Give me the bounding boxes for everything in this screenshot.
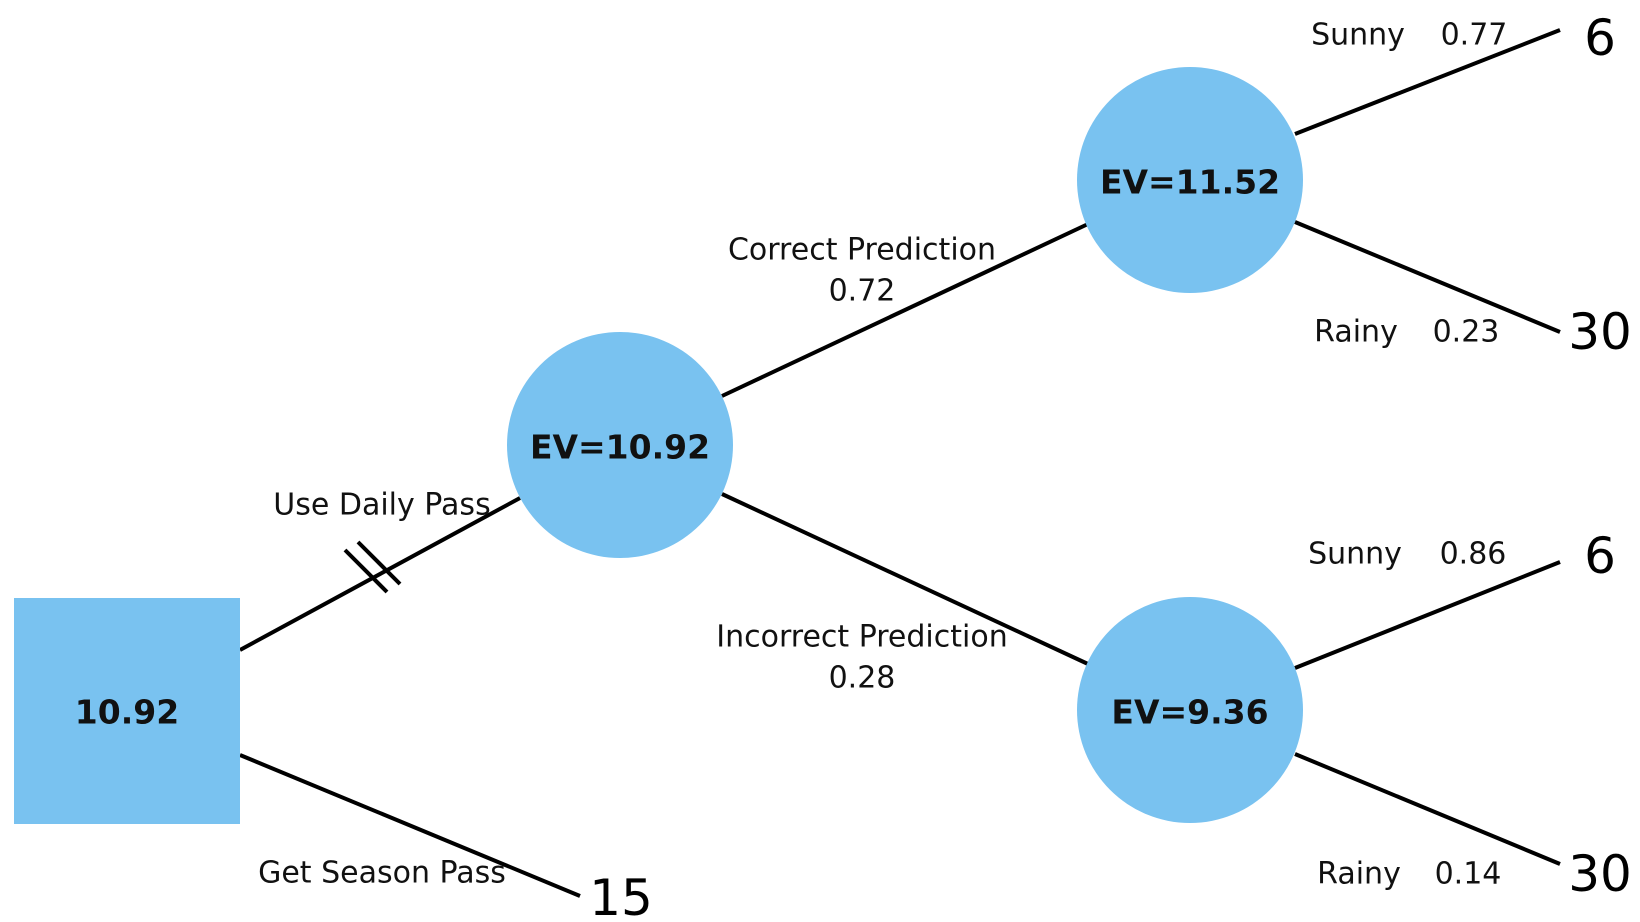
branch-label-use-daily-pass: Use Daily Pass <box>273 488 490 523</box>
branch-prob-incorrect-prediction: 0.28 <box>829 661 896 696</box>
payoff-correct-sunny: 6 <box>1584 9 1616 67</box>
pruned-branch-marker <box>343 540 402 594</box>
branch-prob-incorrect-rainy: 0.14 <box>1435 857 1502 892</box>
edge-use-daily-pass <box>239 496 521 652</box>
branch-label-correct-prediction: Correct Prediction <box>728 233 996 268</box>
edge-get-season-pass <box>239 753 581 898</box>
branch-label-incorrect-rainy: Rainy <box>1317 857 1401 892</box>
payoff-season-pass: 15 <box>589 869 653 922</box>
branch-prob-incorrect-sunny: 0.86 <box>1440 537 1507 572</box>
edge-incorrect-prediction <box>721 492 1089 666</box>
branch-label-incorrect-sunny: Sunny <box>1308 537 1402 572</box>
branch-prob-correct-rainy: 0.23 <box>1433 315 1500 350</box>
branch-label-get-season-pass: Get Season Pass <box>258 856 506 891</box>
branch-prob-correct-prediction: 0.72 <box>829 274 896 309</box>
edge-correct-prediction <box>721 222 1089 398</box>
branch-prob-correct-sunny: 0.77 <box>1441 18 1508 53</box>
branch-label-incorrect-prediction: Incorrect Prediction <box>716 620 1007 655</box>
payoff-correct-rainy: 30 <box>1568 303 1632 361</box>
chance-node-incorrect <box>1077 597 1303 823</box>
payoff-incorrect-sunny: 6 <box>1584 527 1616 585</box>
chance-node-correct-label: EV=11.52 <box>1100 163 1280 202</box>
decision-node <box>14 598 240 824</box>
edge-correct-sunny <box>1294 28 1561 136</box>
decision-node-value: 10.92 <box>75 693 179 732</box>
branch-label-correct-sunny: Sunny <box>1311 18 1405 53</box>
chance-node-root-label: EV=10.92 <box>530 428 710 467</box>
edge-correct-rainy <box>1294 220 1561 334</box>
branch-label-correct-rainy: Rainy <box>1314 315 1398 350</box>
edge-incorrect-rainy <box>1294 752 1561 866</box>
payoff-incorrect-rainy: 30 <box>1568 845 1632 903</box>
edge-incorrect-sunny <box>1294 560 1561 670</box>
chance-node-root <box>507 332 733 558</box>
chance-node-correct <box>1077 67 1303 293</box>
chance-node-incorrect-label: EV=9.36 <box>1111 693 1268 732</box>
